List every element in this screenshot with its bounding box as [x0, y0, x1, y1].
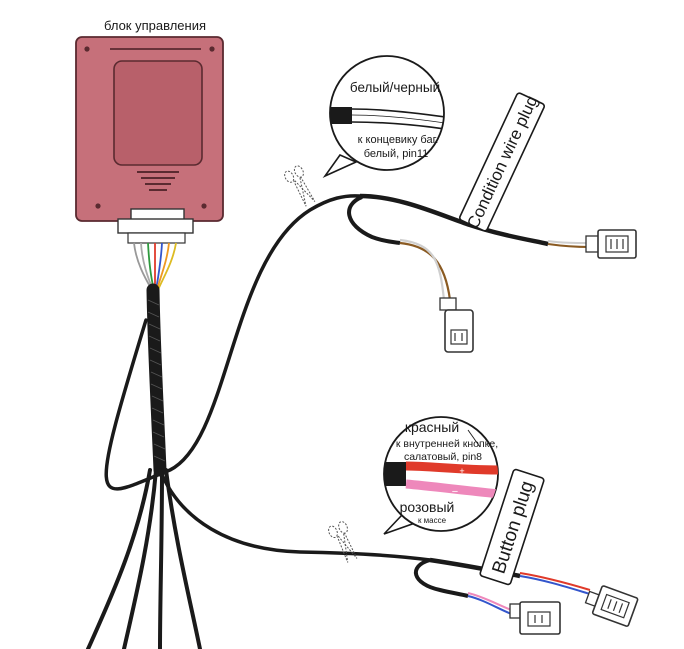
control-unit-screw	[84, 46, 90, 52]
condition-mid-connector	[439, 297, 474, 353]
wire-white	[547, 240, 591, 244]
scissors-icon	[284, 165, 316, 207]
wire-blue	[519, 575, 591, 595]
wire-yellow	[157, 242, 177, 291]
condition-loop-cable	[347, 195, 401, 245]
wire-loom	[86, 194, 432, 649]
cable-down-3	[158, 468, 164, 649]
control-unit-connector-plug	[117, 218, 194, 234]
button-description-2: салатовый, pin8	[404, 451, 482, 463]
cable-down-4	[164, 468, 202, 649]
control-unit-connector-lock	[127, 232, 186, 244]
button-plug-connector	[584, 585, 639, 627]
callout-wire-white	[351, 121, 444, 130]
button-callout: + − красный к внутренней кнопке, салатов…	[383, 416, 499, 535]
control-unit-screw	[209, 46, 215, 52]
control-unit-label: блок управления	[104, 18, 206, 33]
button-branch	[413, 557, 639, 635]
control-unit-screw	[201, 203, 207, 209]
condition-callout: белый/черный к концевику баг. белый, pin…	[322, 55, 445, 178]
callout-leader	[467, 429, 481, 448]
button-pink-label: розовый	[400, 499, 455, 515]
condition-plug-connector	[585, 229, 637, 259]
button-ground-label: к массе	[418, 516, 447, 525]
callout-wire-sleeve	[384, 462, 406, 486]
control-unit-label-panel	[113, 60, 203, 166]
condition-description-2: белый, pin11	[364, 148, 429, 160]
wire-white	[399, 238, 446, 301]
connector-wires	[133, 242, 177, 291]
wire-pink	[467, 592, 515, 612]
callout-pointer	[322, 154, 358, 178]
cable-to-button	[158, 468, 432, 562]
condition-plug-tag: Condition wire plug	[459, 92, 545, 232]
control-unit-screw	[95, 203, 101, 209]
wire-blue	[467, 595, 515, 616]
callout-wire-red	[405, 461, 498, 475]
wire-red	[519, 572, 591, 591]
condition-main-cable	[359, 193, 549, 247]
wire-brown	[547, 243, 591, 248]
scissors-icon	[328, 521, 358, 563]
svg-text:+: +	[459, 466, 464, 476]
svg-text:−: −	[452, 486, 458, 498]
cable-to-condition	[104, 194, 362, 491]
cable-down-1	[86, 468, 152, 649]
condition-plug-label: Condition wire plug	[463, 93, 541, 232]
condition-description-1: к концевику баг.	[358, 134, 439, 146]
callout-wire-white	[351, 108, 444, 118]
button-description-1: к внутренней кнопке,	[396, 438, 498, 450]
braid-texture	[147, 299, 166, 462]
callout-wire-pink	[405, 479, 498, 499]
control-unit: блок управления	[75, 18, 224, 244]
condition-wire-color: белый/черный	[350, 80, 440, 95]
callout-wire-black	[330, 107, 352, 124]
button-loop-cable	[413, 558, 469, 598]
button-mid-connector	[509, 601, 561, 635]
braided-sleeve	[146, 283, 167, 477]
cable-down-2	[122, 468, 158, 649]
button-red-label: красный	[405, 419, 459, 435]
